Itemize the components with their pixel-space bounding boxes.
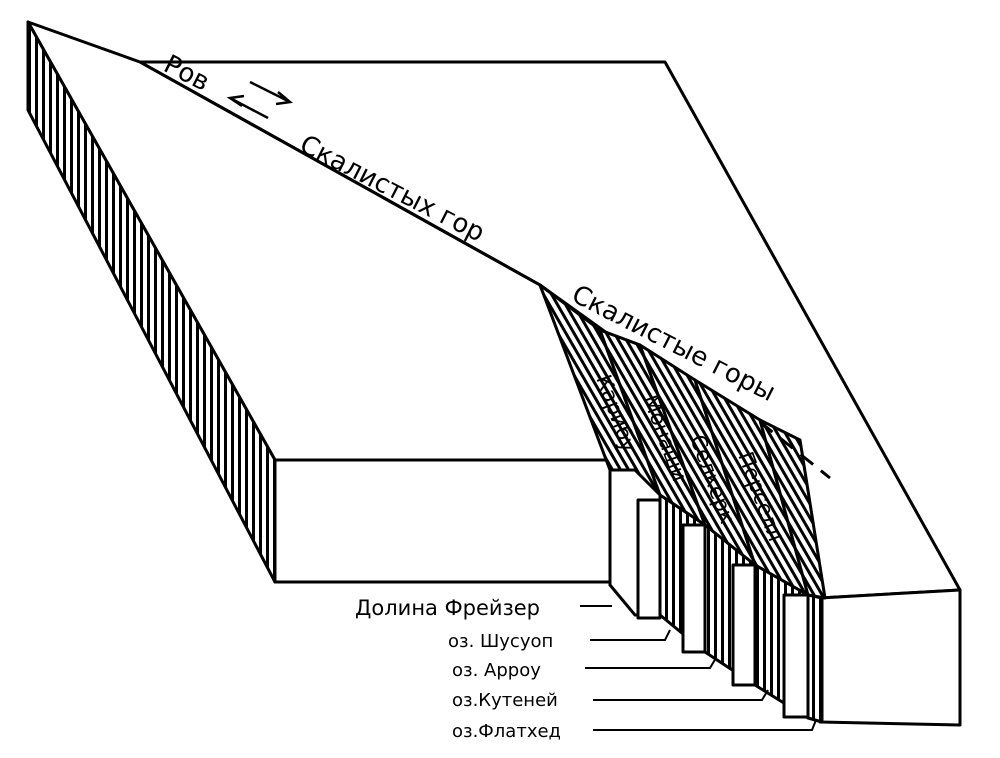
east-block-front-face [818,588,962,727]
dashed-fault-extension [759,420,831,480]
arrow-lower-icon [226,94,269,120]
slab-selkirk [638,343,757,687]
strike-slip-arrows [226,80,293,120]
label-flathead-lake: оз.Флатхед [452,721,561,742]
arrow-upper-icon [249,80,293,106]
leader-kootenay [593,689,769,701]
label-fraser-valley: Долина Фрейзер [355,596,540,620]
leader-lines [580,605,817,731]
block-geometry [26,20,962,727]
slab-purcell [693,378,810,720]
trench-line [139,60,541,287]
label-arrow-lake: оз. Арроу [452,660,541,681]
leader-shuswap [590,629,671,641]
slab-edge [758,418,827,724]
fault-lines [139,60,831,480]
leader-arrow [585,657,717,669]
leader-flathead [593,719,817,731]
label-shuswap-lake: оз. Шусуоп [448,631,553,652]
range-slabs [538,283,827,724]
label-kootenay-lake: оз.Кутеней [452,690,558,711]
slab-cariboo [538,283,662,620]
slab-monashee [598,328,707,654]
west-block-front-face [273,458,612,584]
